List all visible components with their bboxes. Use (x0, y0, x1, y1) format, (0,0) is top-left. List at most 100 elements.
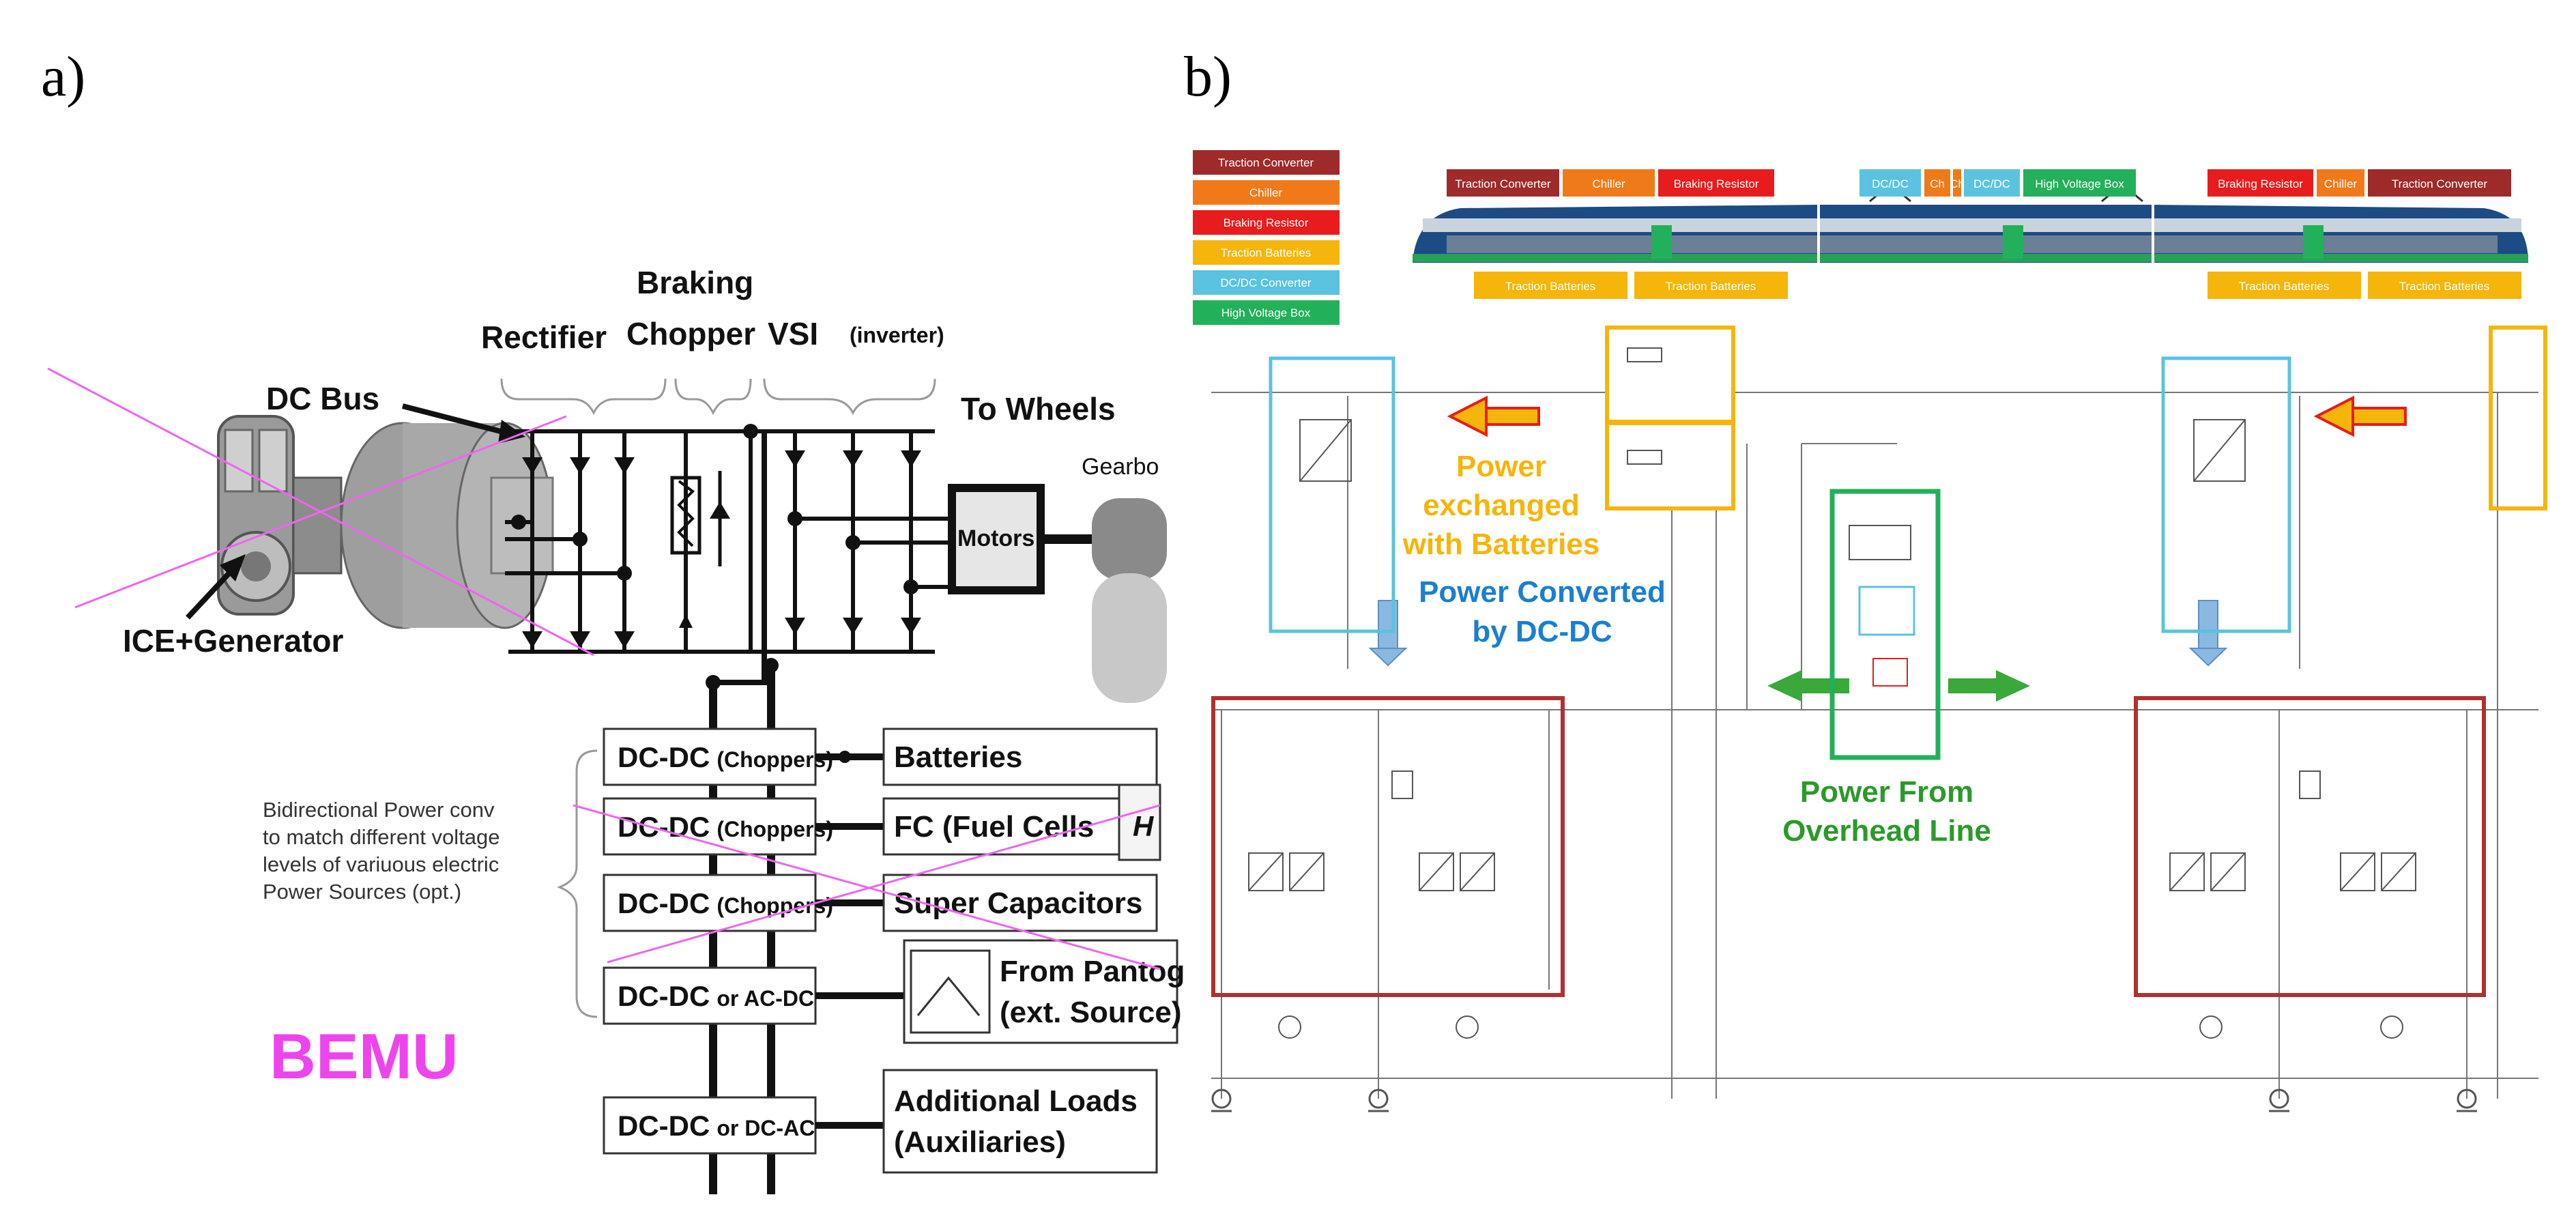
dc-bus-arrow (402, 403, 509, 436)
svg-text:Traction Batteries: Traction Batteries (1666, 280, 1756, 293)
legend-swatch (1193, 210, 1340, 235)
train-bottom-tags: Traction Batteries Traction Batteries Trac… (1474, 272, 2521, 299)
svg-text:levels of variuous electric: levels of variuous electric (263, 852, 499, 876)
chopper-symbol (670, 471, 730, 628)
svg-text:Braking Resistor: Braking Resistor (2218, 177, 2303, 190)
svg-text:Chiller: Chiller (1592, 177, 1625, 190)
legend-swatch (1193, 300, 1340, 325)
svg-text:Traction Converter: Traction Converter (1455, 177, 1550, 190)
panel-b-label: b) (1184, 45, 1232, 109)
bemu-label: BEMU (270, 1020, 459, 1092)
motors-label: Motors (957, 525, 1034, 551)
traction-converter-right (2134, 696, 2486, 997)
train-top-tags: Traction Converter Chiller Braking Resisto… (1447, 169, 2511, 197)
legend-label: DC/DC Converter (1220, 276, 1312, 289)
vsi-note-label: (inverter) (850, 323, 944, 347)
svg-text:with Batteries: with Batteries (1402, 528, 1600, 561)
converter-label: DC-DC(Choppers) (618, 887, 833, 919)
legend-item: Braking Resistor (1193, 210, 1340, 235)
converter-row: DC-DC(Choppers) Super Capacitors (603, 874, 1158, 932)
svg-text:Traction Batteries: Traction Batteries (2239, 280, 2330, 293)
converter-label: DC-DC(Choppers) (618, 741, 833, 773)
train-bottom-tag: Traction Batteries (2208, 272, 2361, 299)
h-cylinder (1118, 783, 1161, 861)
converter-box (603, 797, 817, 856)
dcdc-box-left (1269, 356, 1395, 633)
svg-text:Ch: Ch (1950, 177, 1965, 190)
train-top-tag: DC/DC (1964, 169, 2020, 197)
converter-box (603, 874, 817, 932)
source-label: Additional Loads (894, 1084, 1138, 1118)
h-fragment: H (1133, 810, 1155, 842)
source-label: Batteries (894, 740, 1022, 774)
svg-text:by DC-DC: by DC-DC (1472, 615, 1612, 648)
train-drawing (1413, 183, 2528, 263)
legend-label: Braking Resistor (1224, 216, 1309, 229)
svg-text:High Voltage Box: High Voltage Box (2035, 177, 2124, 190)
source-label: FC (Fuel Cells (894, 810, 1094, 844)
legend-label: Traction Converter (1218, 156, 1314, 169)
train-bottom-tag: Traction Batteries (1474, 272, 1627, 299)
panel-a-label: a) (41, 45, 85, 109)
svg-text:Power Sources (opt.): Power Sources (opt.) (263, 880, 461, 904)
rectifier-diodes (522, 457, 635, 648)
svg-text:Braking Resistor: Braking Resistor (1674, 177, 1759, 190)
converter-row: DC-DC(Choppers)FC (Fuel Cells (603, 797, 1158, 856)
green-arrows (1767, 670, 2030, 702)
legend-swatch (1193, 150, 1340, 175)
source-label-2: (Auxiliaries) (894, 1125, 1066, 1159)
annotation-power-from: Power From Overhead Line (1782, 775, 1991, 848)
svg-text:Traction Batteries: Traction Batteries (2399, 280, 2490, 293)
ground-symbols (1211, 1089, 2477, 1112)
ice-generator-label: ICE+Generator (123, 623, 343, 659)
legend-label: Chiller (1249, 186, 1283, 199)
to-wheels-label: To Wheels (961, 391, 1116, 427)
battery-box-right (2489, 326, 2547, 510)
converter-row: DC-DC(Choppers) Batteries (603, 727, 1158, 786)
legend-swatch (1193, 180, 1340, 205)
legend-label: High Voltage Box (1221, 306, 1311, 319)
panel-a: a) Rectifier Braking Chopper VSI (invert… (41, 45, 1185, 1194)
sources-note: Bidirectional Power conv to match differ… (263, 798, 500, 904)
braking-label: Braking (637, 265, 753, 300)
svg-text:DC/DC: DC/DC (1872, 177, 1909, 190)
converter-box (603, 1096, 817, 1155)
dcdc-box-right (2161, 356, 2291, 633)
vsi-label: VSI (768, 316, 818, 351)
rectifier-label: Rectifier (481, 319, 607, 355)
train-top-tag: Traction Converter (2368, 169, 2511, 197)
dc-bus-label: DC Bus (266, 381, 379, 416)
train-top-tag: Braking Resistor (1658, 169, 1774, 197)
svg-text:Traction Converter: Traction Converter (2392, 177, 2487, 190)
svg-text:to match different voltage: to match different voltage (263, 825, 500, 849)
train-top-tag: Chiller (1563, 169, 1655, 197)
legend-item: Traction Batteries (1193, 240, 1340, 265)
svg-text:Traction Batteries: Traction Batteries (1505, 280, 1596, 293)
annotation-power-exchanged: Power exchanged with Batteries (1402, 450, 1600, 561)
chopper-label: Chopper (626, 316, 755, 351)
source-box (903, 939, 1178, 1044)
gearbox-label: Gearbo (1082, 454, 1159, 480)
source-label: Super Capacitors (894, 887, 1142, 920)
crossout-lines (47, 367, 1161, 970)
ice-generator-drawing (217, 415, 554, 629)
svg-text:exchanged: exchanged (1423, 489, 1580, 522)
hv-box (1829, 489, 1941, 760)
bus-junctions (511, 424, 918, 690)
battery-box-left-2 (1605, 421, 1735, 510)
pantograph-icon (910, 949, 991, 1034)
legend-item: High Voltage Box (1193, 300, 1340, 325)
battery-box-left-1 (1605, 326, 1735, 424)
top-braces (500, 378, 936, 1018)
train-top-tag: Chiller (2317, 169, 2364, 197)
source-label: From Pantog (1000, 955, 1185, 988)
train-top-tag: DC/DC (1859, 169, 1921, 197)
legend-item: Traction Converter (1193, 150, 1340, 175)
circuit-wiring (1211, 392, 2538, 1099)
traction-converter-left (1211, 696, 1565, 997)
legend-item: Chiller (1193, 180, 1340, 205)
